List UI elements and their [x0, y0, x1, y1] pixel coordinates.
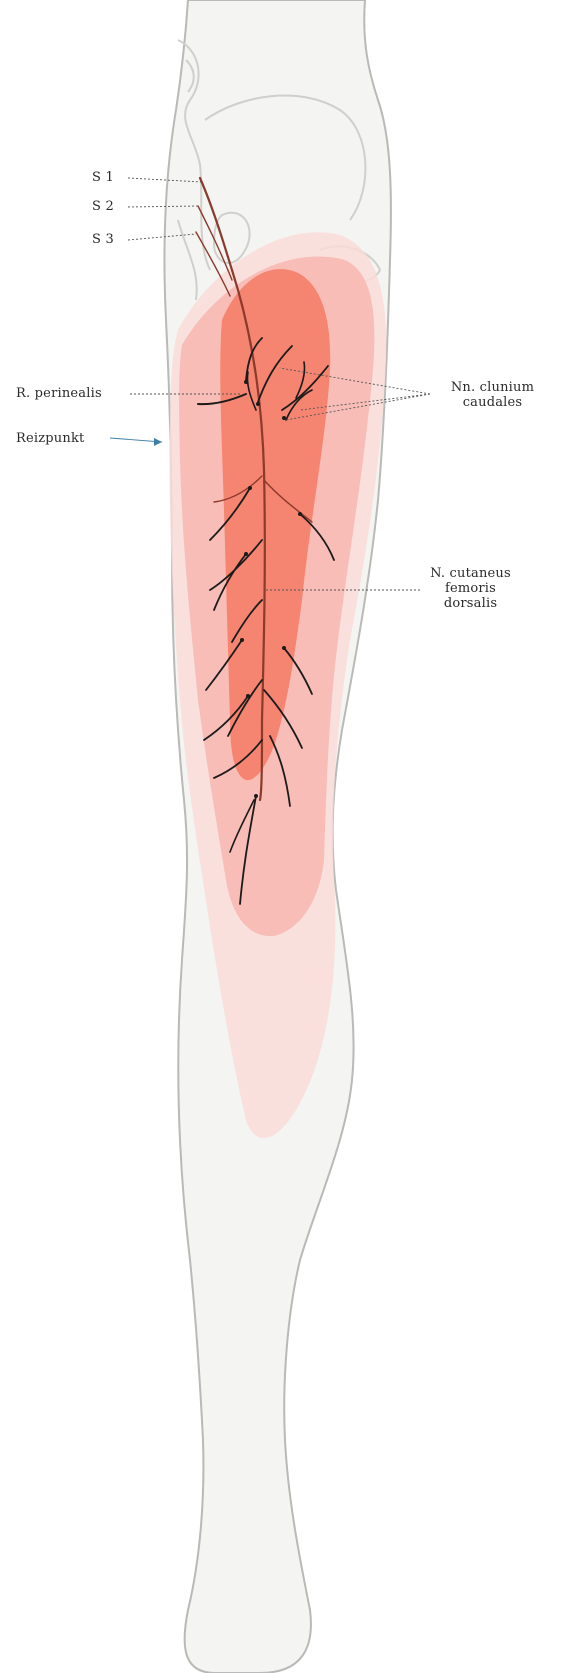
label-s2: S 2 — [92, 199, 114, 214]
label-s1: S 1 — [92, 170, 114, 185]
label-reizpunkt: Reizpunkt — [16, 431, 84, 446]
label-nn-clunium-caudales: Nn. clunium caudales — [435, 380, 550, 410]
label-n-cutaneus-line3: dorsalis — [418, 596, 523, 611]
label-nn-clunium-line1: Nn. clunium — [435, 380, 550, 395]
label-n-cutaneus-line1: N. cutaneus — [418, 566, 523, 581]
reizpunkt-arrowhead — [154, 438, 162, 446]
label-nn-clunium-line2: caudales — [435, 395, 550, 410]
label-r-perinealis: R. perinealis — [16, 386, 102, 401]
label-n-cutaneus-femoris-dorsalis: N. cutaneus femoris dorsalis — [418, 566, 523, 611]
label-n-cutaneus-line2: femoris — [418, 581, 523, 596]
label-s3: S 3 — [92, 232, 114, 247]
